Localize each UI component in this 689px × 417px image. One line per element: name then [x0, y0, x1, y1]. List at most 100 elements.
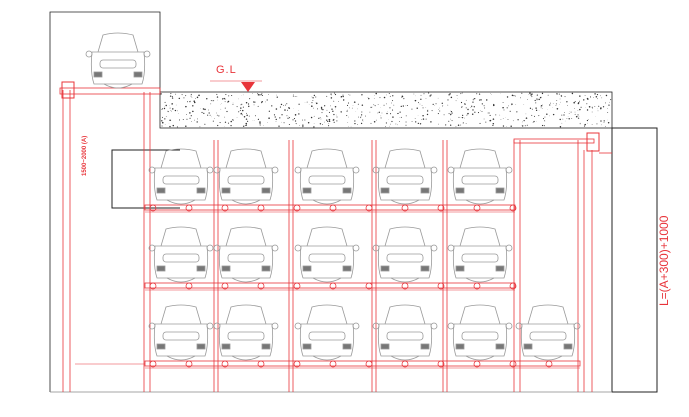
- slab-speckle: [208, 110, 209, 111]
- slab-speckle: [352, 108, 353, 109]
- slab-speckle: [329, 119, 331, 121]
- car-light: [343, 266, 351, 271]
- slab-speckle: [194, 120, 195, 121]
- slab-speckle: [462, 117, 463, 118]
- car-light: [303, 344, 311, 349]
- slab-speckle: [232, 119, 233, 120]
- slab-speckle: [471, 106, 472, 107]
- car-grille: [163, 176, 199, 184]
- slab-speckle: [170, 93, 171, 94]
- slab-speckle: [476, 93, 477, 94]
- slab-speckle: [586, 103, 587, 104]
- car-bumper: [534, 356, 562, 360]
- slab-speckle: [298, 113, 299, 114]
- slab-speckle: [214, 118, 215, 119]
- slab-speckle: [502, 107, 503, 108]
- car-bumper: [466, 200, 494, 204]
- slab-speckle: [485, 122, 486, 123]
- slab-speckle: [169, 120, 171, 122]
- slab-speckle: [556, 100, 557, 101]
- slab-speckle: [242, 114, 243, 115]
- slab-speckle: [162, 109, 163, 110]
- slab-speckle: [221, 109, 222, 110]
- slab-speckle: [331, 97, 333, 99]
- slab-speckle: [563, 114, 564, 115]
- slab-speckle: [556, 93, 557, 94]
- slab-speckle: [605, 126, 606, 127]
- slab-speckle: [254, 105, 255, 106]
- slab-speckle: [241, 113, 242, 114]
- slab-speckle: [600, 120, 601, 121]
- slab-speckle: [578, 110, 579, 111]
- car-light: [303, 266, 311, 271]
- slab-speckle: [347, 110, 348, 111]
- slab-speckle: [424, 93, 425, 94]
- slab-speckle: [318, 118, 319, 119]
- slab-speckle: [362, 104, 363, 105]
- slab-speckle: [294, 118, 295, 119]
- slab-speckle: [371, 123, 372, 124]
- car-light: [222, 344, 230, 349]
- slab-speckle: [311, 105, 313, 107]
- slab-speckle: [247, 121, 248, 122]
- slab-speckle: [162, 108, 163, 109]
- car-bumper: [313, 200, 341, 204]
- slab-speckle: [600, 95, 601, 96]
- slab-speckle: [393, 105, 394, 106]
- slab-speckle: [216, 113, 217, 114]
- slab-speckle: [568, 118, 569, 119]
- car-light: [381, 188, 389, 193]
- slab-speckle: [324, 105, 325, 106]
- slab-speckle: [258, 94, 260, 96]
- slab-speckle: [368, 97, 369, 98]
- slab-speckle: [578, 102, 579, 103]
- slab-speckle: [572, 93, 573, 94]
- slab-speckle: [587, 120, 588, 121]
- slab-speckle: [176, 105, 177, 106]
- slab-speckle: [406, 122, 407, 123]
- slab-speckle: [268, 117, 270, 119]
- car-light: [496, 188, 504, 193]
- slab-speckle: [349, 108, 350, 109]
- slab-speckle: [195, 98, 196, 99]
- slab-speckle: [608, 122, 609, 123]
- car-light: [157, 266, 165, 271]
- slab-speckle: [412, 121, 413, 122]
- car-front-view: [448, 227, 512, 282]
- car-windshield: [385, 227, 425, 246]
- slab-speckle: [183, 97, 184, 98]
- slab-speckle: [303, 127, 304, 128]
- slab-speckle: [233, 104, 234, 105]
- slab-speckle: [348, 117, 349, 118]
- slab-speckle: [512, 95, 513, 96]
- slab-speckle: [560, 99, 561, 100]
- slab-speckle: [322, 124, 323, 125]
- slab-speckle: [447, 105, 448, 106]
- slab-speckle: [271, 105, 272, 106]
- slab-speckle: [343, 96, 344, 97]
- slab-speckle: [597, 98, 598, 99]
- slab-speckle: [201, 112, 202, 113]
- slab-speckle: [522, 126, 523, 127]
- car-light: [564, 344, 572, 349]
- slab-speckle: [249, 98, 250, 99]
- slab-speckle: [451, 97, 453, 99]
- slab-speckle: [295, 114, 297, 116]
- slab-speckle: [426, 119, 427, 120]
- slab-speckle: [534, 116, 535, 117]
- slab-speckle: [191, 121, 192, 122]
- slab-speckle: [461, 102, 462, 103]
- slab-speckle: [186, 119, 187, 120]
- slab-speckle: [460, 125, 461, 126]
- slab-speckle: [203, 113, 204, 114]
- slab-speckle: [237, 118, 238, 119]
- slab-speckle: [486, 99, 487, 100]
- slab-speckle: [513, 120, 514, 121]
- slab-speckle: [403, 98, 404, 99]
- car-light: [421, 188, 429, 193]
- slab-speckle: [546, 114, 547, 115]
- slab-speckle: [544, 121, 545, 122]
- car-light: [421, 266, 429, 271]
- slab-speckle: [450, 125, 451, 126]
- slab-speckle: [438, 109, 439, 110]
